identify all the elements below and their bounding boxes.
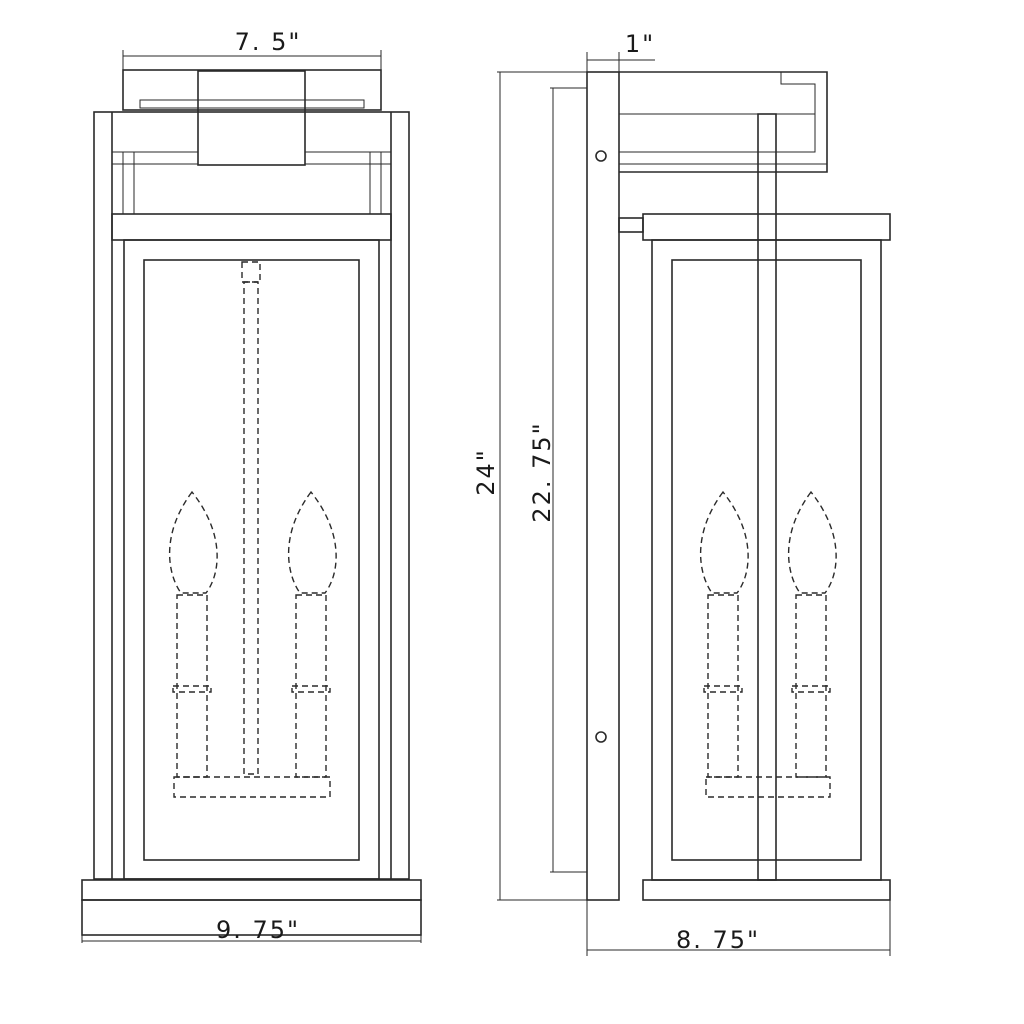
front-base-bottom [81, 899, 422, 936]
side-glass-panel [671, 259, 862, 861]
candle-flame-right [287, 490, 337, 594]
front-view [81, 69, 422, 936]
body-height-label: 22. 75" [528, 421, 556, 522]
side-dimensions: 1" 24" 22. 75" 8. 75" [472, 30, 891, 956]
front-width-label: 9. 75" [216, 916, 300, 944]
candle-sleeve-left [176, 594, 208, 778]
side-hanging-rod [757, 113, 777, 881]
side-candle-cluster [699, 490, 837, 798]
front-bracket-inner-rail [139, 99, 365, 109]
candle-flame-left [168, 490, 218, 594]
side-candle-tray [705, 776, 831, 798]
side-top-cap [642, 213, 891, 241]
overall-height-label: 24" [472, 448, 500, 496]
projection-label: 1" [625, 30, 655, 58]
front-outer-frame [93, 111, 410, 880]
front-width-dimensions: 7. 5" 9. 75" [81, 28, 422, 944]
bracket-width-label: 7. 5" [235, 28, 302, 56]
side-base [642, 879, 891, 901]
front-glass-frame [123, 239, 380, 880]
side-arm [619, 71, 828, 173]
front-candle-tray [173, 776, 331, 798]
front-top-cap [111, 213, 392, 241]
front-mounting-plate [197, 70, 306, 166]
mounting-hole-top [595, 150, 607, 162]
mounting-hole-bottom [595, 731, 607, 743]
candle-sleeve-right [295, 594, 327, 778]
front-glass-panel [143, 259, 360, 861]
side-view [586, 71, 891, 901]
front-wall-bracket [122, 69, 382, 111]
front-candle-cluster [168, 261, 337, 798]
side-depth-label: 8. 75" [676, 926, 760, 954]
side-backplate [586, 71, 620, 901]
side-body-frame [651, 239, 882, 881]
front-base-top [81, 879, 422, 901]
